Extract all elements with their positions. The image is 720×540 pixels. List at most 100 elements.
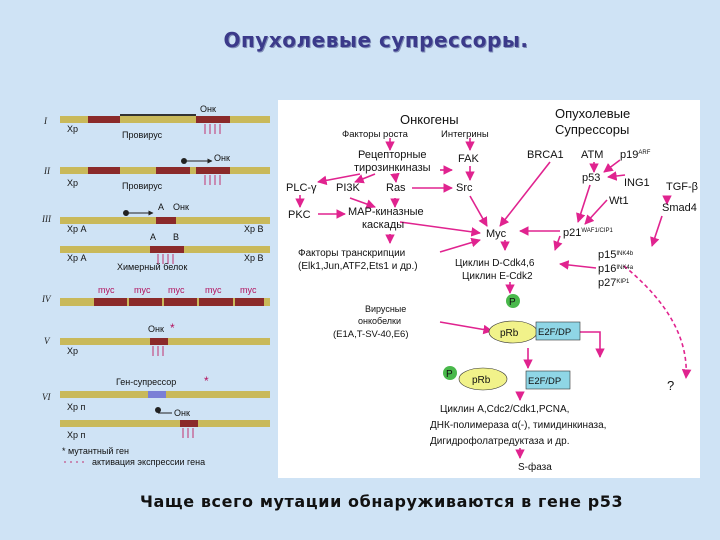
e2f-free-label: E2F/DP — [528, 376, 561, 387]
p15: p15INK4b — [598, 249, 634, 261]
tgf-beta: TGF-β — [666, 181, 698, 193]
s-phase: S-фаза — [518, 461, 552, 473]
prb-free-label: pRb — [472, 375, 491, 386]
row-6-chromosome-bottom — [60, 420, 270, 427]
growth-factors: Факторы роста — [342, 129, 409, 140]
cyclin-e: Циклин E-Cdk2 — [462, 271, 533, 282]
tf-2: (Elk1,Jun,ATF2,Ets1 и др.) — [298, 261, 418, 272]
tf-1: Факторы транскрипции — [298, 248, 405, 259]
e2f-free — [525, 370, 571, 390]
brca1: BRCA1 — [527, 149, 564, 161]
p53: p53 — [582, 172, 600, 184]
row-4-chromosome — [60, 298, 270, 306]
plc-gamma: PLC-γ — [286, 182, 317, 194]
phospho-marker-1 — [506, 294, 520, 308]
header-suppressors-2: Супрессоры — [555, 122, 629, 137]
slide-title: Опухолевые супрессоры. — [223, 28, 529, 52]
ras: Ras — [386, 182, 406, 194]
row-3-bar2-label-b: Хр В — [244, 253, 264, 263]
row-2-bar-label: Хр — [67, 178, 78, 188]
row-3-chromosome-top — [60, 217, 270, 224]
row-3-mid-b: В — [173, 232, 179, 242]
row-5-star: * — [170, 321, 175, 335]
slide-footer: Чаще всего мутации обнаруживаются в гене… — [140, 492, 624, 511]
smad4: Smad4 — [662, 202, 697, 214]
cyclin-d: Циклин D-Cdk4,6 — [455, 258, 535, 269]
row-6-bar-label: Хр п — [67, 402, 86, 412]
viral-2: онкобелки — [358, 316, 401, 326]
pathway-arrows — [295, 138, 672, 459]
row-5-chromosome — [60, 338, 270, 345]
row-6-suppressor-label: Ген-супрессор — [116, 377, 176, 387]
p27: p27KIP1 — [598, 277, 630, 289]
wt1: Wt1 — [609, 195, 629, 207]
ing1: ING1 — [624, 177, 650, 189]
row-3-bar-label-b: Хр В — [244, 224, 264, 234]
pkc: PKC — [288, 209, 311, 221]
question-mark: ? — [667, 378, 674, 393]
row-6-chromosome-top — [60, 391, 270, 398]
right-panel: Онкогены Опухолевые Супрессоры Факторы р… — [278, 100, 700, 478]
e2f-bound-label: E2F/DP — [538, 327, 571, 338]
phospho-label-1: P — [509, 297, 516, 308]
e2f-bound — [535, 321, 581, 341]
row-5-onk-label: Онк — [148, 324, 164, 334]
map-kinase-1: MAP-киназные — [348, 206, 424, 218]
targets-1: Циклин A,Cdc2/Cdk1,PCNA, — [440, 404, 569, 415]
row-2-provirus-label: Провирус — [122, 181, 163, 191]
row-3-roman: III — [41, 214, 52, 224]
row-4-roman: IV — [41, 294, 52, 304]
receptor-2: тирозинкиназы — [354, 162, 431, 174]
header-suppressors-1: Опухолевые — [555, 106, 630, 121]
row-1-onk-label: Онк — [200, 104, 216, 114]
row-3-onk-label: Онк — [173, 202, 189, 212]
prb-bound-label: pRb — [500, 328, 519, 339]
viral-3: (E1A,T-SV-40,E6) — [333, 329, 409, 340]
pi3k: PI3K — [336, 182, 361, 194]
legend-mutant: * мутантный ген — [62, 446, 129, 456]
legend-activation: активация экспрессии гена — [92, 457, 205, 467]
row-4-myc-1: myc — [98, 285, 115, 295]
row-5-bar-label: Хр — [67, 346, 78, 356]
receptor-1: Рецепторные — [358, 149, 426, 161]
targets-2: ДНК-полимераза α(-), тимидинкиназа, — [430, 420, 606, 431]
row-3-chimeric-label: Химерный белок — [117, 262, 187, 272]
row-5-roman: V — [44, 336, 51, 346]
row-6-star: * — [204, 374, 209, 388]
dashed-arrow — [623, 265, 692, 379]
p19: p19ARF — [620, 149, 651, 161]
row-4-myc-3: myc — [168, 285, 185, 295]
left-panel: I Хр Онк Провирус II Онк Хр Провирус III… — [41, 104, 270, 467]
targets-3: Дигидрофолатредуктаза и др. — [430, 435, 569, 447]
row-1-roman: I — [43, 116, 48, 126]
row-3-bar-label-a: Хр А — [67, 224, 87, 234]
row-3-mid-a: А — [150, 232, 156, 242]
row-6-onk-label: Онк — [174, 408, 190, 418]
p16: p16INK4a — [598, 263, 634, 275]
integrins: Интегрины — [441, 129, 489, 140]
viral-1: Вирусные — [365, 304, 406, 314]
row-3-a-label: А — [158, 202, 164, 212]
header-oncogenes: Онкогены — [400, 112, 459, 127]
phospho-marker-2 — [443, 366, 457, 380]
row-4-myc-5: myc — [240, 285, 257, 295]
row-2-onk-label: Онк — [214, 153, 230, 163]
prb-free — [458, 367, 508, 391]
right-panel-background — [278, 100, 700, 478]
row-1-provirus-label: Провирус — [122, 130, 163, 140]
row-4-myc-4: myc — [205, 285, 222, 295]
fak: FAK — [458, 153, 479, 165]
row-3-bar2-label-a: Хр А — [67, 253, 87, 263]
row-2-chromosome — [60, 167, 270, 174]
p21: p21WAF1/CIP1 — [563, 227, 613, 239]
atm: ATM — [581, 149, 603, 161]
row-4-myc-2: myc — [134, 285, 151, 295]
row-2-roman: II — [43, 166, 51, 176]
row-1-chromosome — [60, 114, 270, 123]
row-3-chromosome-bottom — [60, 246, 270, 253]
phospho-label-2: P — [446, 369, 453, 380]
map-kinase-2: каскады — [362, 219, 404, 231]
row-1-bar-label: Хр — [67, 124, 78, 134]
row-6-bar2-label: Хр п — [67, 430, 86, 440]
